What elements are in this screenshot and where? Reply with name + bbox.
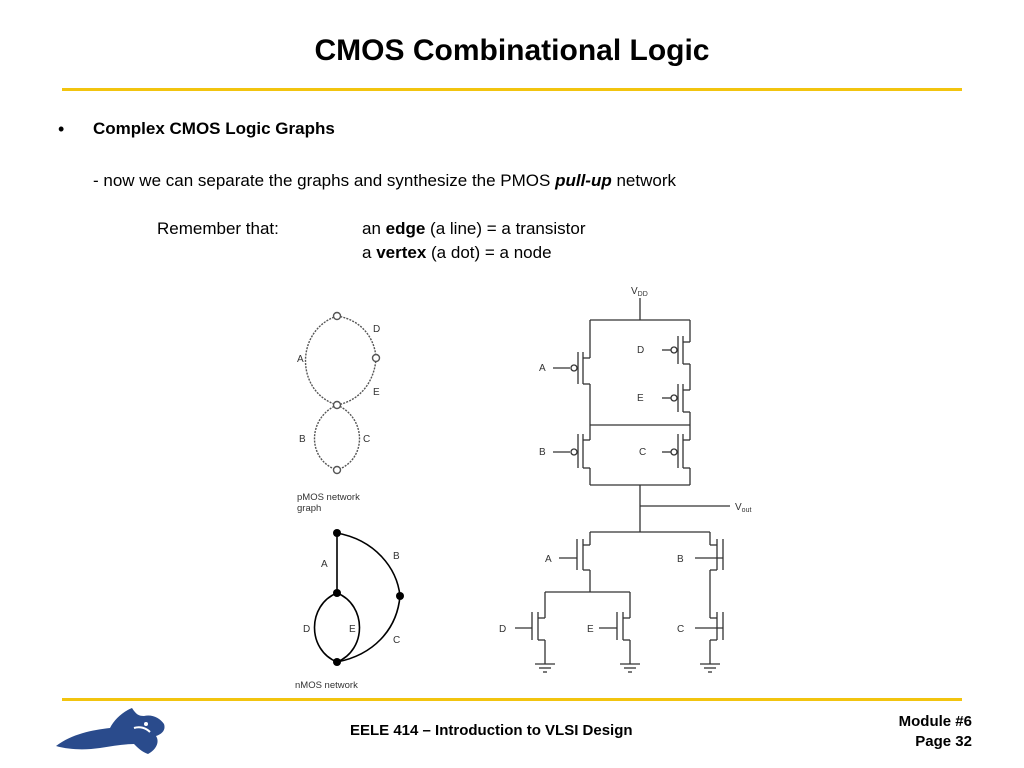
synthesis-suffix: network — [611, 171, 676, 190]
vdd-label: VDD — [631, 286, 648, 298]
edge-term: edge — [385, 219, 426, 238]
slide-title: CMOS Combinational Logic — [314, 34, 710, 67]
pmos-b-bubble — [570, 448, 578, 456]
nmos-vertex-right — [396, 592, 404, 600]
gate-label-na: A — [545, 554, 552, 565]
pmos-label-d: D — [373, 324, 380, 335]
pmos-vertex-bottom — [332, 465, 342, 475]
pmos-e-bubble — [670, 394, 678, 402]
nmos-edge-d — [313, 592, 338, 663]
bottom-rule — [62, 698, 962, 701]
gate-label-pe: E — [637, 393, 644, 404]
pmos-edge-e — [336, 357, 377, 406]
network-graphs: A D E B C pMOS network graph A B C D E n… — [295, 311, 404, 691]
pmos-label-b: B — [299, 434, 306, 445]
cmos-schematic: VDD Vout A D E B C A B D E C — [499, 286, 751, 673]
gate-label-pd: D — [637, 345, 644, 356]
pmos-edge-c — [336, 404, 361, 471]
nmos-vertex-mid — [333, 589, 341, 597]
pmos-edge-d — [336, 315, 377, 359]
gate-label-pc: C — [639, 447, 646, 458]
gate-label-nc: C — [677, 624, 684, 635]
top-rule — [62, 88, 962, 91]
vertex-term: vertex — [376, 243, 427, 262]
page-number: Page 32 — [915, 733, 972, 750]
pmos-c-bubble — [670, 448, 678, 456]
module-page-info: Module #6 Page 32 — [899, 712, 972, 752]
gate-label-pb: B — [539, 447, 546, 458]
pmos-graph-label-1: pMOS network — [297, 492, 360, 503]
synthesis-prefix: - now we can separate the graphs and syn… — [93, 171, 556, 190]
pmos-vertex-mid — [332, 400, 342, 410]
edge-def-suffix: (a line) = a transistor — [425, 219, 586, 238]
nmos-edge-c — [336, 595, 401, 663]
gate-label-pa: A — [539, 363, 546, 374]
vertex-def-suffix: (a dot) = a node — [426, 243, 552, 262]
pmos-label-c: C — [363, 434, 370, 445]
module-number: Module #6 — [898, 713, 972, 730]
gate-label-ne: E — [587, 624, 594, 635]
gate-label-nd: D — [499, 624, 506, 635]
pmos-label-a: A — [297, 354, 304, 365]
bullet-mark: • — [58, 119, 65, 139]
nmos-edge-e — [336, 592, 361, 663]
pmos-a-bubble — [570, 364, 578, 372]
nmos-label-c: C — [393, 635, 400, 646]
pull-up-term: pull-up — [555, 171, 612, 190]
nmos-label-d: D — [303, 624, 310, 635]
remember-label: Remember that: — [157, 219, 279, 238]
nmos-graph-label: nMOS network — [295, 680, 358, 691]
pmos-edge-a — [304, 315, 338, 406]
edge-def-prefix: an — [362, 219, 386, 238]
edge-definition: an edge (a line) = a transistor — [362, 219, 585, 239]
synthesis-line: - now we can separate the graphs and syn… — [93, 171, 676, 191]
pmos-edge-b — [313, 404, 338, 471]
nmos-label-b: B — [393, 551, 400, 562]
nmos-label-e: E — [349, 624, 356, 635]
pmos-vertex-right — [371, 353, 381, 363]
pmos-vertex-top — [332, 311, 342, 321]
vertex-def-prefix: a — [362, 243, 377, 262]
course-title: EELE 414 – Introduction to VLSI Design — [350, 722, 633, 739]
pmos-label-e: E — [373, 387, 380, 398]
nmos-vertex-bottom — [333, 658, 341, 666]
nmos-label-a: A — [321, 559, 328, 570]
bullet-heading: Complex CMOS Logic Graphs — [93, 119, 335, 138]
nmos-edge-b — [336, 532, 401, 597]
vertex-definition: a vertex (a dot) = a node — [362, 243, 552, 263]
nmos-vertex-top — [333, 529, 341, 537]
bobcat-logo-icon — [56, 708, 165, 754]
pmos-d-bubble — [670, 346, 678, 354]
pmos-graph-label-2: graph — [297, 503, 321, 514]
vout-label: Vout — [735, 502, 751, 514]
gate-label-nb: B — [677, 554, 684, 565]
